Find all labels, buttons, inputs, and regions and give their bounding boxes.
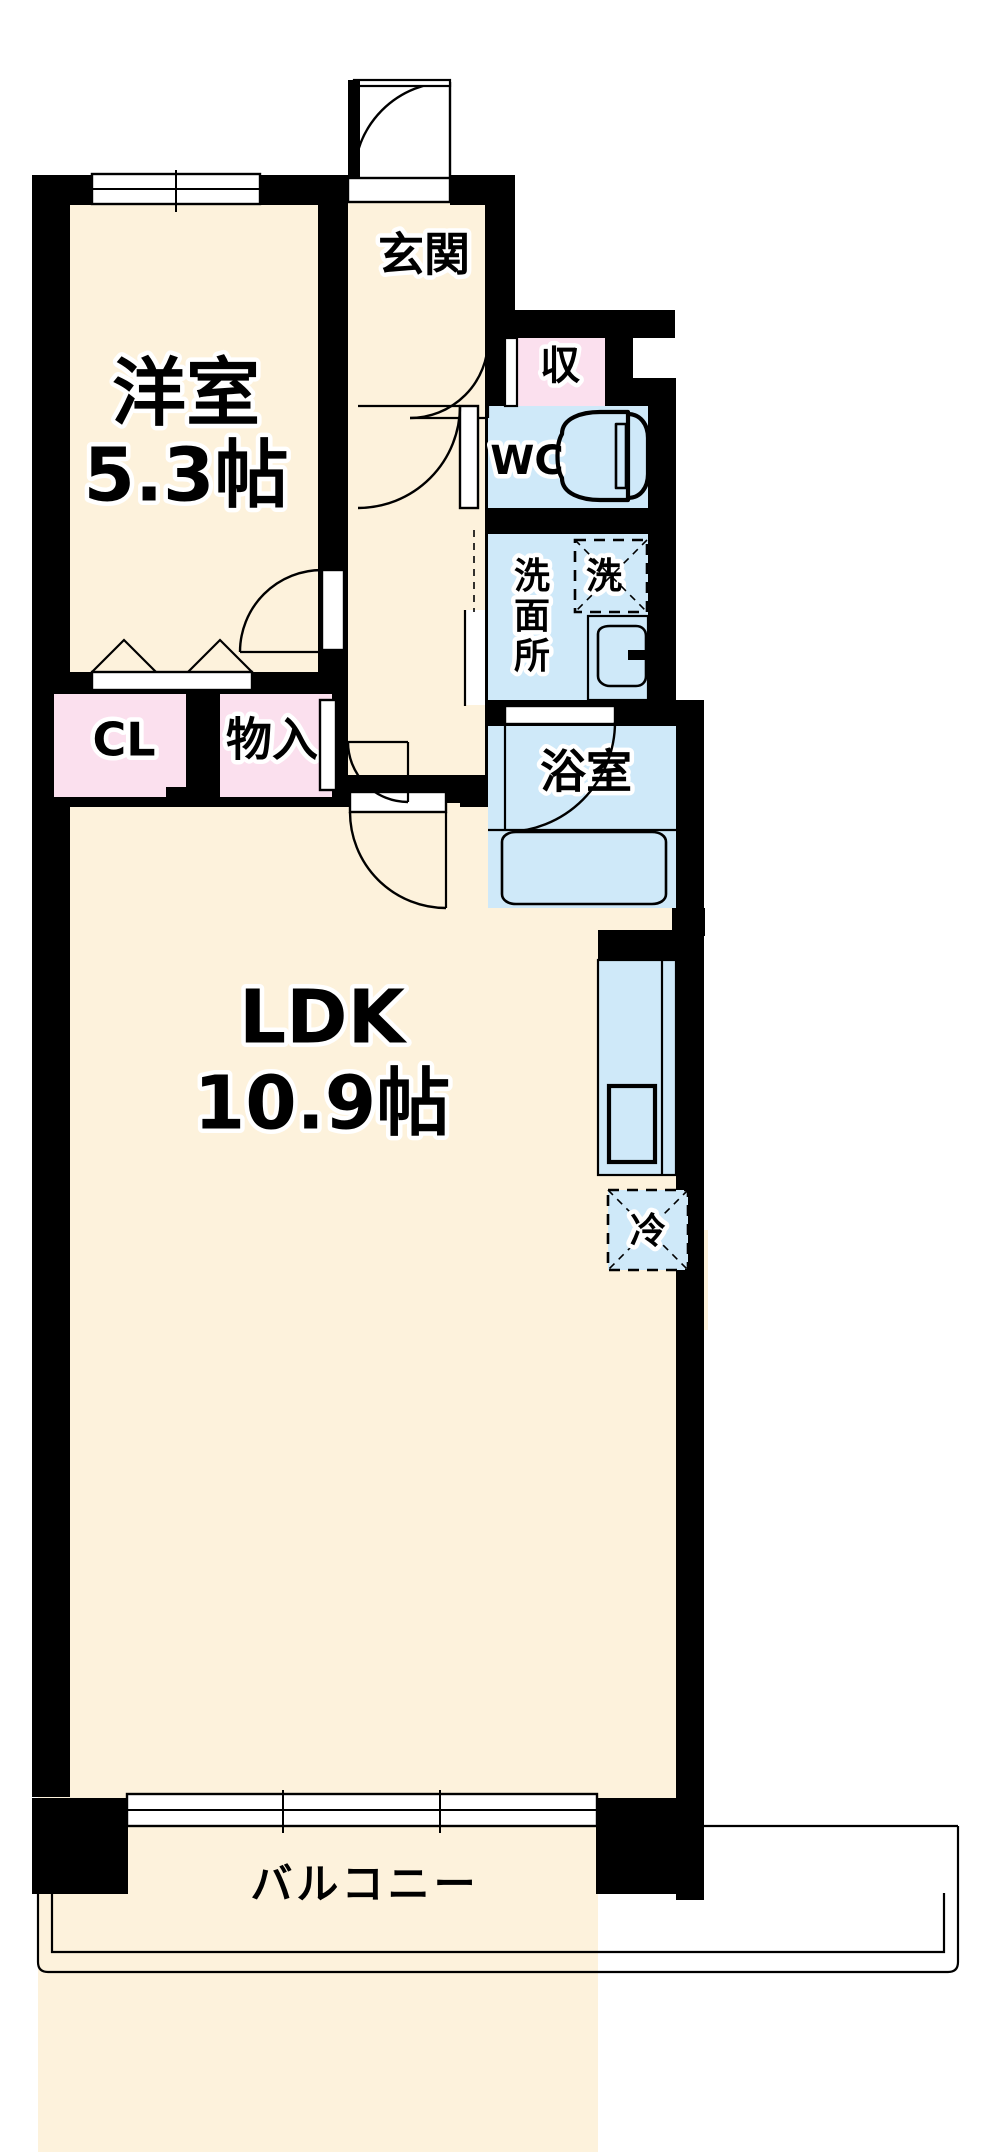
outer-boundary-details — [32, 908, 704, 1894]
hall-side-door[interactable] — [346, 740, 410, 804]
washer-slot-name: 洗 — [586, 556, 622, 597]
fridge-slot-diag-2 — [607, 1189, 689, 1271]
wall-corner-bottomleft — [32, 1798, 128, 1894]
washer-slot-box — [573, 538, 649, 614]
toilet-door[interactable] — [357, 404, 480, 510]
bathroom-door-leaf[interactable] — [503, 704, 617, 726]
toilet-door-swing-arc — [357, 405, 462, 510]
closet-door-marker-left — [91, 638, 157, 673]
balcony-name: バルコニー — [250, 1860, 479, 1909]
window-ldk-balcony[interactable] — [125, 1790, 599, 1833]
ldk-floor-clean-top — [70, 807, 488, 937]
entry-door-leaf[interactable] — [346, 176, 452, 204]
entry-swing-door[interactable] — [346, 78, 452, 204]
washroom-name-group: 洗 面 所 — [509, 552, 554, 682]
washroom-name-char-1: 洗 — [514, 556, 550, 597]
storage-lower-door-panel[interactable] — [318, 698, 338, 792]
bathroom-door[interactable] — [503, 704, 617, 834]
ldk-floor-right-low — [598, 1175, 676, 1798]
bathroom-name: 浴室 — [540, 745, 632, 799]
washbasin-fixture — [586, 614, 650, 702]
wall-wc-bottom — [460, 508, 675, 534]
washer-slot-diag-1 — [574, 539, 648, 613]
wall-above-storage — [485, 310, 675, 338]
toilet-bowl-shape — [555, 409, 631, 503]
kitchen-sink-inner — [608, 1085, 656, 1163]
hall-side-door-arc — [346, 741, 409, 804]
kitchen-sink-basin — [606, 1083, 658, 1165]
entrance-name: 玄関 — [378, 228, 470, 282]
western-room-name: 洋室 — [112, 351, 260, 437]
window-western-room[interactable] — [90, 170, 262, 212]
washbasin-faucet — [628, 650, 648, 660]
bathtub-shape — [500, 830, 668, 906]
storage-upper-clean — [515, 338, 605, 406]
closet-name: CL — [92, 713, 155, 767]
toilet-name: WC — [490, 438, 563, 484]
balcony-rail-outer — [36, 1893, 960, 1974]
storage-lower-clean — [220, 694, 332, 797]
wall-western-hall-upper — [318, 175, 348, 570]
toilet-tank-shape — [625, 411, 651, 501]
western-room-floor-clean — [70, 205, 318, 672]
washroom-door-leaf[interactable] — [465, 610, 485, 705]
closet-sliding-doors[interactable] — [90, 638, 254, 692]
toilet-seat-divider — [614, 422, 628, 490]
storage-lower-door[interactable] — [318, 698, 338, 792]
wall-closet-left — [32, 672, 54, 797]
washroom-name-char-2: 面 — [514, 596, 550, 637]
storage-upper-door[interactable] — [503, 336, 519, 408]
western-room-area: 5.3帖 — [83, 433, 288, 519]
western-room-door-arc — [238, 568, 323, 653]
ldk-hall-door-arc — [348, 811, 447, 910]
ldk-area: 10.9帖 — [194, 1061, 451, 1147]
washer-slot-diag-2 — [574, 539, 648, 613]
western-room-door-leaf[interactable] — [320, 568, 346, 652]
bathtub-zone — [488, 830, 676, 908]
wall-ldk-left-long — [32, 787, 70, 1797]
wall-corner-bottomright — [596, 1798, 704, 1894]
entry-door-hinge — [348, 80, 360, 178]
washroom-name-char-3: 所 — [514, 636, 550, 677]
washroom-door[interactable] — [463, 530, 485, 706]
washbasin-bowl — [596, 624, 648, 688]
storage-upper-door-leaf[interactable] — [503, 336, 519, 408]
wall-kitchen-ledge — [598, 930, 704, 960]
ldk-name: LDK — [239, 975, 408, 1061]
wall-top-left-stub — [32, 175, 92, 205]
closet-clean-b — [54, 694, 166, 797]
refrigerator-slot — [606, 1188, 690, 1272]
storage-upper-name: 収 — [540, 343, 580, 389]
wall-washroom-right — [648, 508, 676, 723]
balcony-rail-inner — [50, 1893, 946, 1954]
closet-door-panel[interactable] — [90, 670, 254, 692]
wall-right-bottom-segment — [676, 1550, 704, 1826]
washing-machine-slot — [573, 538, 649, 614]
entry-door-open-leaf — [352, 78, 452, 88]
wall-bath-right — [676, 700, 704, 935]
hall-door-arc-1 — [409, 339, 490, 420]
bathtub-fixture — [488, 828, 676, 908]
storage-lower-name: 物入 — [226, 713, 318, 767]
wall-wc-right — [648, 378, 676, 523]
closet-door-marker-right — [187, 638, 253, 673]
toilet-door-leaf[interactable] — [458, 404, 480, 510]
refrigerator-slot-name-top: 冷 — [630, 1211, 666, 1252]
toilet-fixture — [555, 409, 651, 503]
ldk-floor-clean-right — [488, 936, 598, 1798]
fridge-slot-box — [606, 1188, 690, 1272]
western-room-door[interactable] — [238, 568, 346, 654]
